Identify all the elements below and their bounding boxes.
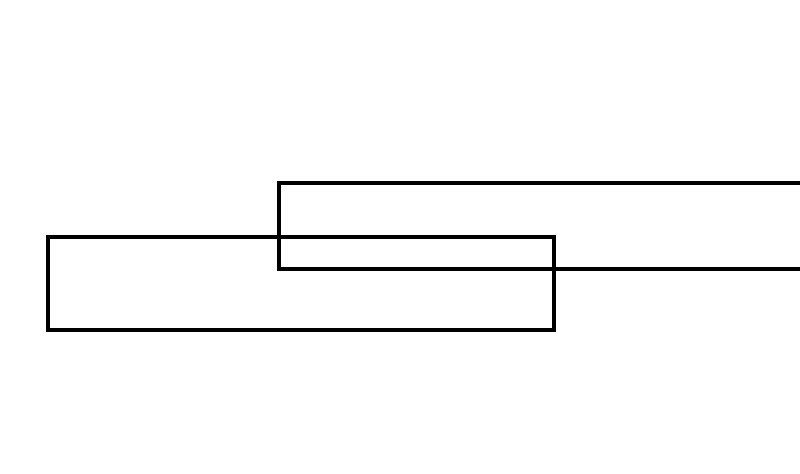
rectangle-lower-left (46, 235, 556, 332)
rectangle-upper-right (277, 181, 800, 271)
